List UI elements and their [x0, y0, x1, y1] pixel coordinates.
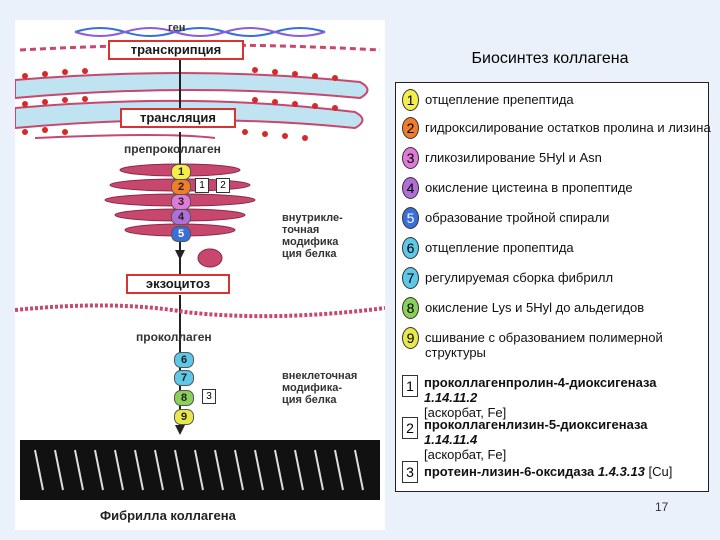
golgi-step-4: 4	[171, 209, 191, 225]
transcription-box: транскрипция	[108, 40, 244, 60]
step-text: отщепление пропептида	[425, 240, 574, 255]
legend-step-6: 6 отщепление пропептида	[402, 237, 574, 259]
legend-step-4: 4 окисление цистеина в пропептиде	[402, 177, 633, 199]
enzyme-cofactor: [аскорбат, Fe]	[424, 447, 507, 462]
step-number-badge: 1	[402, 89, 419, 111]
legend-enzyme-3: 3 протеин-лизин-6-оксидаза 1.4.3.13 [Cu]	[402, 461, 704, 483]
slide-title: Биосинтез коллагена	[471, 50, 629, 67]
enzyme-text: проколлагенлизин-5-диоксигеназа 1.14.11.…	[424, 417, 704, 462]
step-text: сшивание с образованием полимерной струк…	[425, 330, 663, 360]
golgi-step-3: 3	[171, 194, 191, 210]
legend-enzyme-1: 1 проколлагенпролин-4-диоксигеназа 1.14.…	[402, 375, 704, 420]
enzyme-number-box: 3	[402, 461, 418, 483]
extracellular-note: внеклеточная модифика- ция белка	[282, 370, 358, 406]
step-number-badge: 5	[402, 207, 419, 229]
plasma-membrane	[15, 303, 385, 319]
step-text: отщепление препептида	[425, 92, 574, 107]
step-text: образование тройной спирали	[425, 210, 610, 225]
translation-box: трансляция	[120, 108, 236, 128]
enzyme-ec: 1.4.3.13	[597, 464, 645, 479]
step-number-badge: 4	[402, 177, 419, 199]
enzyme-tag-2: 2	[216, 178, 230, 193]
step-text: гидроксилирование остатков пролина и лиз…	[425, 120, 711, 135]
step-text: окисление цистеина в пропептиде	[425, 180, 633, 195]
step-number-badge: 2	[402, 117, 419, 139]
legend-step-7: 7 регулируемая сборка фибрилл	[402, 267, 613, 289]
step-text: гликозилирование 5Hyl и Asn	[425, 150, 602, 165]
step-text: регулируемая сборка фибрилл	[425, 270, 614, 285]
step-number-badge: 3	[402, 147, 419, 169]
legend-step-5: 5 образование тройной спирали	[402, 207, 609, 229]
gene-label: ген	[168, 22, 186, 34]
procollagen-label: проколлаген	[136, 330, 212, 344]
enzyme-tag-1: 1	[195, 178, 209, 193]
fibril-caption: Фибрилла коллагена	[100, 508, 236, 523]
step-text: окисление Lys и 5Hyl до альдегидов	[425, 300, 645, 315]
enzyme-name: проколлагенпролин-4-диоксигеназа	[424, 375, 657, 390]
legend-step-9: 9 сшивание с образованием полимерной стр…	[402, 327, 675, 360]
exocytosis-box: экзоцитоз	[126, 274, 230, 294]
enzyme-tag-3: 3	[202, 389, 216, 404]
enzyme-ec: 1.14.11.4	[424, 432, 478, 447]
flow-arrowhead-2	[175, 425, 185, 435]
dna-strand	[74, 27, 326, 37]
legend-step-3: 3 гликозилирование 5Hyl и Asn	[402, 147, 602, 169]
step-number-badge: 6	[402, 237, 419, 259]
golgi-step-1: 1	[171, 164, 191, 180]
enzyme-cofactor: [Cu]	[648, 464, 673, 479]
step-number-badge: 9	[402, 327, 419, 349]
golgi-step-2: 2	[171, 179, 191, 195]
ecm-step-8: 8	[174, 390, 194, 406]
enzyme-number-box: 2	[402, 417, 418, 439]
enzyme-number-box: 1	[402, 375, 418, 397]
preprocollagen-label: препроколлаген	[124, 142, 221, 156]
enzyme-text: проколлагенпролин-4-диоксигеназа 1.14.11…	[424, 375, 704, 420]
enzyme-ec: 1.14.11.2	[424, 390, 478, 405]
steps-legend: 1 отщепление препептида 2 гидроксилирова…	[395, 82, 711, 492]
legend-step-8: 8 окисление Lys и 5Hyl до альдегидов	[402, 297, 644, 319]
fibril-bands	[34, 449, 364, 491]
legend-step-1: 1 отщепление препептида	[402, 89, 574, 111]
ecm-step-6: 6	[174, 352, 194, 368]
enzyme-name: протеин-лизин-6-оксидаза	[424, 464, 595, 479]
ribosomes	[22, 67, 338, 141]
flow-arrowhead-1	[175, 250, 185, 260]
page-number: 17	[655, 500, 669, 514]
enzyme-text: протеин-лизин-6-оксидаза 1.4.3.13 [Cu]	[424, 464, 704, 479]
intracellular-note: внутрикле- точная модифика ция белка	[282, 212, 343, 260]
step-number-badge: 8	[402, 297, 419, 319]
legend-enzyme-2: 2 проколлагенлизин-5-диоксигеназа 1.14.1…	[402, 417, 704, 462]
enzyme-name: проколлагенлизин-5-диоксигеназа	[424, 417, 648, 432]
ecm-step-9: 9	[174, 409, 194, 425]
dna-strand-2	[74, 27, 326, 37]
legend-step-2: 2 гидроксилирование остатков пролина и л…	[402, 117, 715, 139]
enzyme-cofactor: [аскорбат, Fe]	[424, 405, 507, 420]
ecm-step-7: 7	[174, 370, 194, 386]
step-number-badge: 7	[402, 267, 419, 289]
golgi-step-5: 5	[171, 226, 191, 242]
